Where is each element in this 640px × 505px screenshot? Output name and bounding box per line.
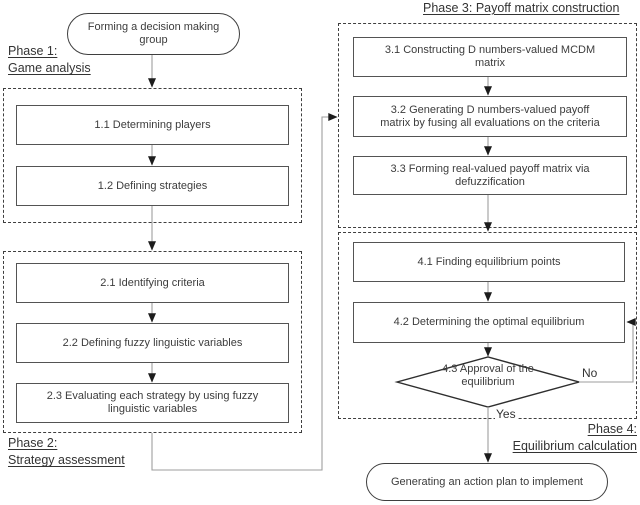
step-box-2-2: 2.2 Defining fuzzy linguistic variables (16, 323, 289, 363)
decision-diamond-label: 4.3 Approval of the equilibrium (442, 363, 534, 389)
no-branch-label: No (582, 366, 598, 380)
phase1-label: Phase 1: Game analysis (8, 44, 91, 76)
phase2-label: Phase 2: Strategy assessment (8, 436, 125, 468)
step-box-3-3: 3.3 Forming real-valued payoff matrix vi… (353, 156, 627, 195)
step-box-1-1: 1.1 Determining players (16, 105, 289, 145)
end-terminator: Generating an action plan to implement (366, 463, 608, 501)
step-box-1-2: 1.2 Defining strategies (16, 166, 289, 206)
yes-branch-label: Yes (495, 407, 517, 422)
phase3-label: Phase 3: Payoff matrix construction (423, 1, 620, 15)
step-box-2-1: 2.1 Identifying criteria (16, 263, 289, 303)
step-box-3-2: 3.2 Generating D numbers-valued payoff m… (353, 96, 627, 137)
step-box-4-1: 4.1 Finding equilibrium points (353, 242, 625, 282)
step-box-3-1: 3.1 Constructing D numbers-valued MCDM m… (353, 37, 627, 77)
step-box-2-3: 2.3 Evaluating each strategy by using fu… (16, 383, 289, 423)
phase4-label: Phase 4: Equilibrium calculation (512, 422, 637, 454)
step-box-4-2: 4.2 Determining the optimal equilibrium (353, 302, 625, 343)
start-terminator: Forming a decision making group (67, 13, 240, 55)
